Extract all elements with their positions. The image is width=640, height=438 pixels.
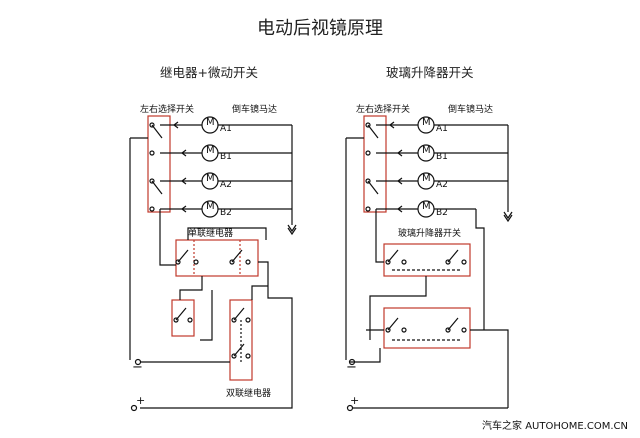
motor-b1-circle (417, 144, 435, 162)
motor-label-b1: B1 (436, 152, 448, 162)
motor-symbol: M (206, 173, 215, 184)
left-negative-terminal-label: − (132, 360, 143, 375)
page-title: 电动后视镜原理 (257, 18, 383, 39)
watermark: 汽车之家 AUTOHOME.COM.CN (482, 421, 628, 432)
left-circuit (129, 115, 297, 412)
window-switch-upper-box (383, 243, 471, 277)
right-selector-switch-label: 左右选择开关 (356, 105, 411, 115)
motor-symbol: M (206, 145, 215, 156)
motor-label-b2: B2 (436, 208, 448, 218)
motor-symbol: M (206, 201, 215, 212)
left-selector-switch-label: 左右选择开关 (140, 105, 195, 115)
right-circuit (345, 115, 513, 412)
left-mirror-motor-label: 倒车镜马达 (232, 105, 278, 115)
motor-symbol: M (422, 173, 431, 184)
motor-symbol: M (422, 145, 431, 156)
right-mirror-motor-label: 倒车镜马达 (448, 105, 494, 115)
motor-label-b2: B2 (220, 208, 232, 218)
motor-label-a1: A1 (220, 124, 232, 134)
motor-b2-circle (417, 200, 435, 218)
single-relay-box (175, 239, 259, 277)
motor-a2-circle (201, 172, 219, 190)
motor-b1-circle (201, 144, 219, 162)
motor-symbol: M (422, 117, 431, 128)
motor-symbol: M (206, 117, 215, 128)
double-relay-box-a (171, 299, 195, 337)
motor-label-a1: A1 (436, 124, 448, 134)
right-diagram-subtitle: 玻璃升降器开关 (386, 65, 474, 80)
motor-label-a2: A2 (436, 180, 448, 190)
left-positive-terminal-label: + (136, 394, 146, 407)
right-selector-switch-box (363, 115, 387, 213)
right-negative-terminal-label: − (346, 360, 357, 375)
motor-a1-circle (201, 116, 219, 134)
single-relay-label: 单联继电器 (188, 229, 234, 239)
window-switch-lower-box (383, 307, 471, 349)
window-switch-label: 玻璃升降器开关 (398, 229, 462, 239)
left-diagram-subtitle: 继电器+微动开关 (160, 65, 258, 80)
motor-a1-circle (417, 116, 435, 134)
double-relay-label: 双联继电器 (226, 389, 272, 399)
motor-label-a2: A2 (220, 180, 232, 190)
right-positive-terminal-label: + (350, 394, 360, 407)
motor-b2-circle (201, 200, 219, 218)
motor-symbol: M (422, 201, 431, 212)
motor-label-b1: B1 (220, 152, 232, 162)
motor-a2-circle (417, 172, 435, 190)
double-relay-box-b (229, 299, 253, 381)
left-selector-switch-box (147, 115, 171, 213)
